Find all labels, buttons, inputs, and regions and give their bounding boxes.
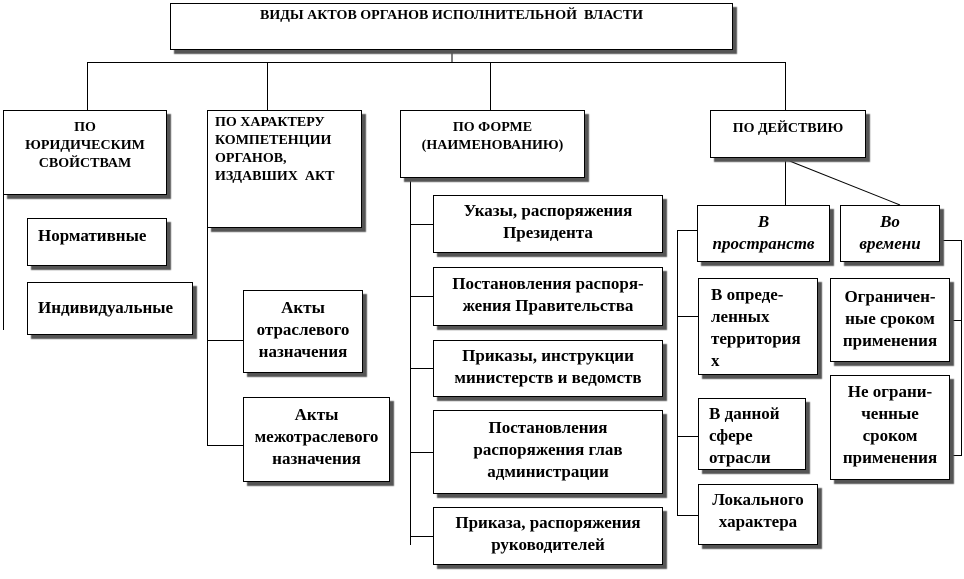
node-ministry-orders: Приказы, инструкции министерств и ведомс… — [433, 340, 663, 397]
node-administration-heads-resolutions: Постановления распоряжения глав админист… — [433, 410, 663, 494]
node-label-line: Акты — [294, 405, 339, 424]
node-label-line: сфере — [709, 426, 753, 445]
node-label-line: ЮРИДИЧЕСКИМ — [25, 138, 145, 153]
node-managers-orders: Приказа, распоряжения руководителей — [433, 507, 663, 565]
node-label-line: Локального — [712, 490, 804, 509]
node-label-line: территория — [711, 329, 801, 348]
node-label-line: Постановления распоря- — [452, 274, 644, 293]
node-label-line: отрасли — [709, 448, 771, 467]
node-label-line: Ограничен- — [844, 287, 936, 306]
node-label-line: ПО — [74, 120, 96, 135]
node-label-line: ченные — [861, 404, 919, 423]
node-label-line: Указы, распоряжения — [463, 201, 633, 220]
node-intersectoral-acts: Акты межотраслевого назначения — [243, 397, 390, 482]
diagram-title-box: ВИДЫ АКТОВ ОРГАНОВ ИСПОЛНИТЕЛЬНОЙ ВЛАСТИ — [170, 3, 733, 50]
node-label-line: СВОЙСТВАМ — [38, 156, 132, 171]
node-label-line: х — [711, 351, 720, 370]
node-individual: Индивидуальные — [27, 282, 193, 335]
node-time-unlimited: Не ограни- ченные сроком применения — [830, 375, 950, 480]
node-in-space: В пространств — [697, 205, 830, 262]
node-label-line: Президента — [503, 223, 593, 242]
node-label-line: ПО ХАРАКТЕРУ — [215, 115, 325, 130]
node-label-line: Во — [880, 212, 900, 231]
node-sectoral-acts: Акты отраслевого назначения — [243, 290, 363, 373]
node-label-line: руководителей — [491, 535, 605, 554]
category-legal-properties-box: ПО ЮРИДИЧЕСКИМ СВОЙСТВАМ — [3, 110, 167, 195]
node-label-line: применения — [842, 448, 938, 467]
node-label-line: сроком — [862, 426, 918, 445]
node-label-line: Постановления — [488, 418, 608, 437]
node-in-time: Во времени — [840, 205, 940, 262]
node-label-line: ПО ДЕЙСТВИЮ — [732, 121, 844, 136]
node-label-line: администрации — [487, 462, 609, 481]
category-competence-box: ПО ХАРАКТЕРУ КОМПЕТЕНЦИИ ОРГАНОВ, ИЗДАВШ… — [207, 110, 362, 228]
node-label-line: В данной — [709, 404, 780, 423]
node-label-line: назначения — [258, 342, 348, 361]
node-label-line: Индивидуальные — [38, 298, 174, 317]
node-label-line: распоряжения глав — [473, 440, 623, 459]
node-time-limited: Ограничен- ные сроком применения — [830, 278, 950, 362]
node-label-line: Нормативные — [38, 226, 147, 245]
node-label-line: жения Правительства — [462, 296, 634, 315]
node-label-line: В опреде- — [711, 285, 784, 304]
diagram-title: ВИДЫ АКТОВ ОРГАНОВ ИСПОЛНИТЕЛЬНОЙ ВЛАСТИ — [260, 8, 643, 23]
node-label-line: применения — [842, 331, 938, 350]
node-label-line: ПО ФОРМЕ — [452, 120, 533, 135]
node-local: Локального характера — [698, 484, 818, 545]
node-label-line: ОРГАНОВ, — [215, 151, 287, 166]
node-label-line: ИЗДАВШИХ АКТ — [215, 169, 335, 184]
connector-line — [786, 159, 901, 206]
node-label-line: Приказа, распоряжения — [455, 513, 641, 532]
node-label-line: Акты — [281, 298, 325, 317]
node-label-line: ленных — [711, 307, 770, 326]
node-label-line: Приказы, инструкции — [462, 346, 634, 365]
node-label-line: Не ограни- — [847, 382, 933, 401]
node-label-line: В — [757, 212, 770, 231]
node-given-sphere: В данной сфере отрасли — [698, 398, 806, 470]
node-presidential-decrees: Указы, распоряжения Президента — [433, 195, 663, 253]
node-government-resolutions: Постановления распоря- жения Правительст… — [433, 267, 663, 326]
node-specific-territories: В опреде- ленных территория х — [698, 278, 818, 375]
node-normative: Нормативные — [27, 218, 167, 266]
node-label-line: ные сроком — [845, 309, 935, 328]
node-label-line: времени — [859, 234, 921, 253]
node-label-line: назначения — [272, 449, 361, 468]
node-label-line: характера — [718, 512, 798, 531]
node-label-line: КОМПЕТЕНЦИИ — [215, 133, 332, 148]
node-label-line: пространств — [712, 234, 815, 253]
node-label-line: отраслевого — [256, 320, 350, 339]
node-label-line: министерств и ведомств — [454, 368, 642, 387]
category-effect-box: ПО ДЕЙСТВИЮ — [710, 110, 866, 158]
category-form-box: ПО ФОРМЕ (НАИМЕНОВАНИЮ) — [400, 110, 585, 178]
node-label-line: межотраслевого — [254, 427, 379, 446]
node-label-line: (НАИМЕНОВАНИЮ) — [421, 138, 564, 153]
